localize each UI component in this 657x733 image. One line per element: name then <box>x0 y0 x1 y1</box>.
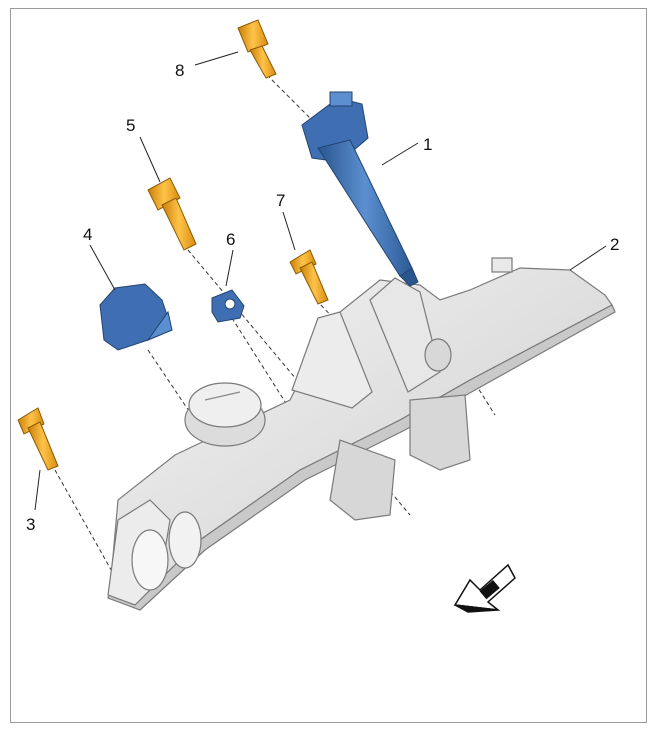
cover-cap-4 <box>99 283 173 351</box>
bolt-7 <box>289 249 329 305</box>
bolt-3 <box>17 407 59 471</box>
leader-lines <box>34 51 607 511</box>
grommet-6 <box>211 289 245 323</box>
callout-6: 6 <box>226 230 235 249</box>
valve-cover <box>107 257 616 611</box>
callout-2: 2 <box>610 235 619 254</box>
front-direction-arrow <box>453 563 516 613</box>
callout-7: 7 <box>276 191 285 210</box>
callout-4: 4 <box>83 225 92 244</box>
callout-8: 8 <box>175 61 184 80</box>
callout-5: 5 <box>126 116 135 135</box>
ignition-coil <box>301 91 419 287</box>
callout-1: 1 <box>423 135 432 154</box>
bolt-8 <box>237 19 277 79</box>
callout-3: 3 <box>26 515 35 534</box>
bolt-5 <box>147 177 197 251</box>
